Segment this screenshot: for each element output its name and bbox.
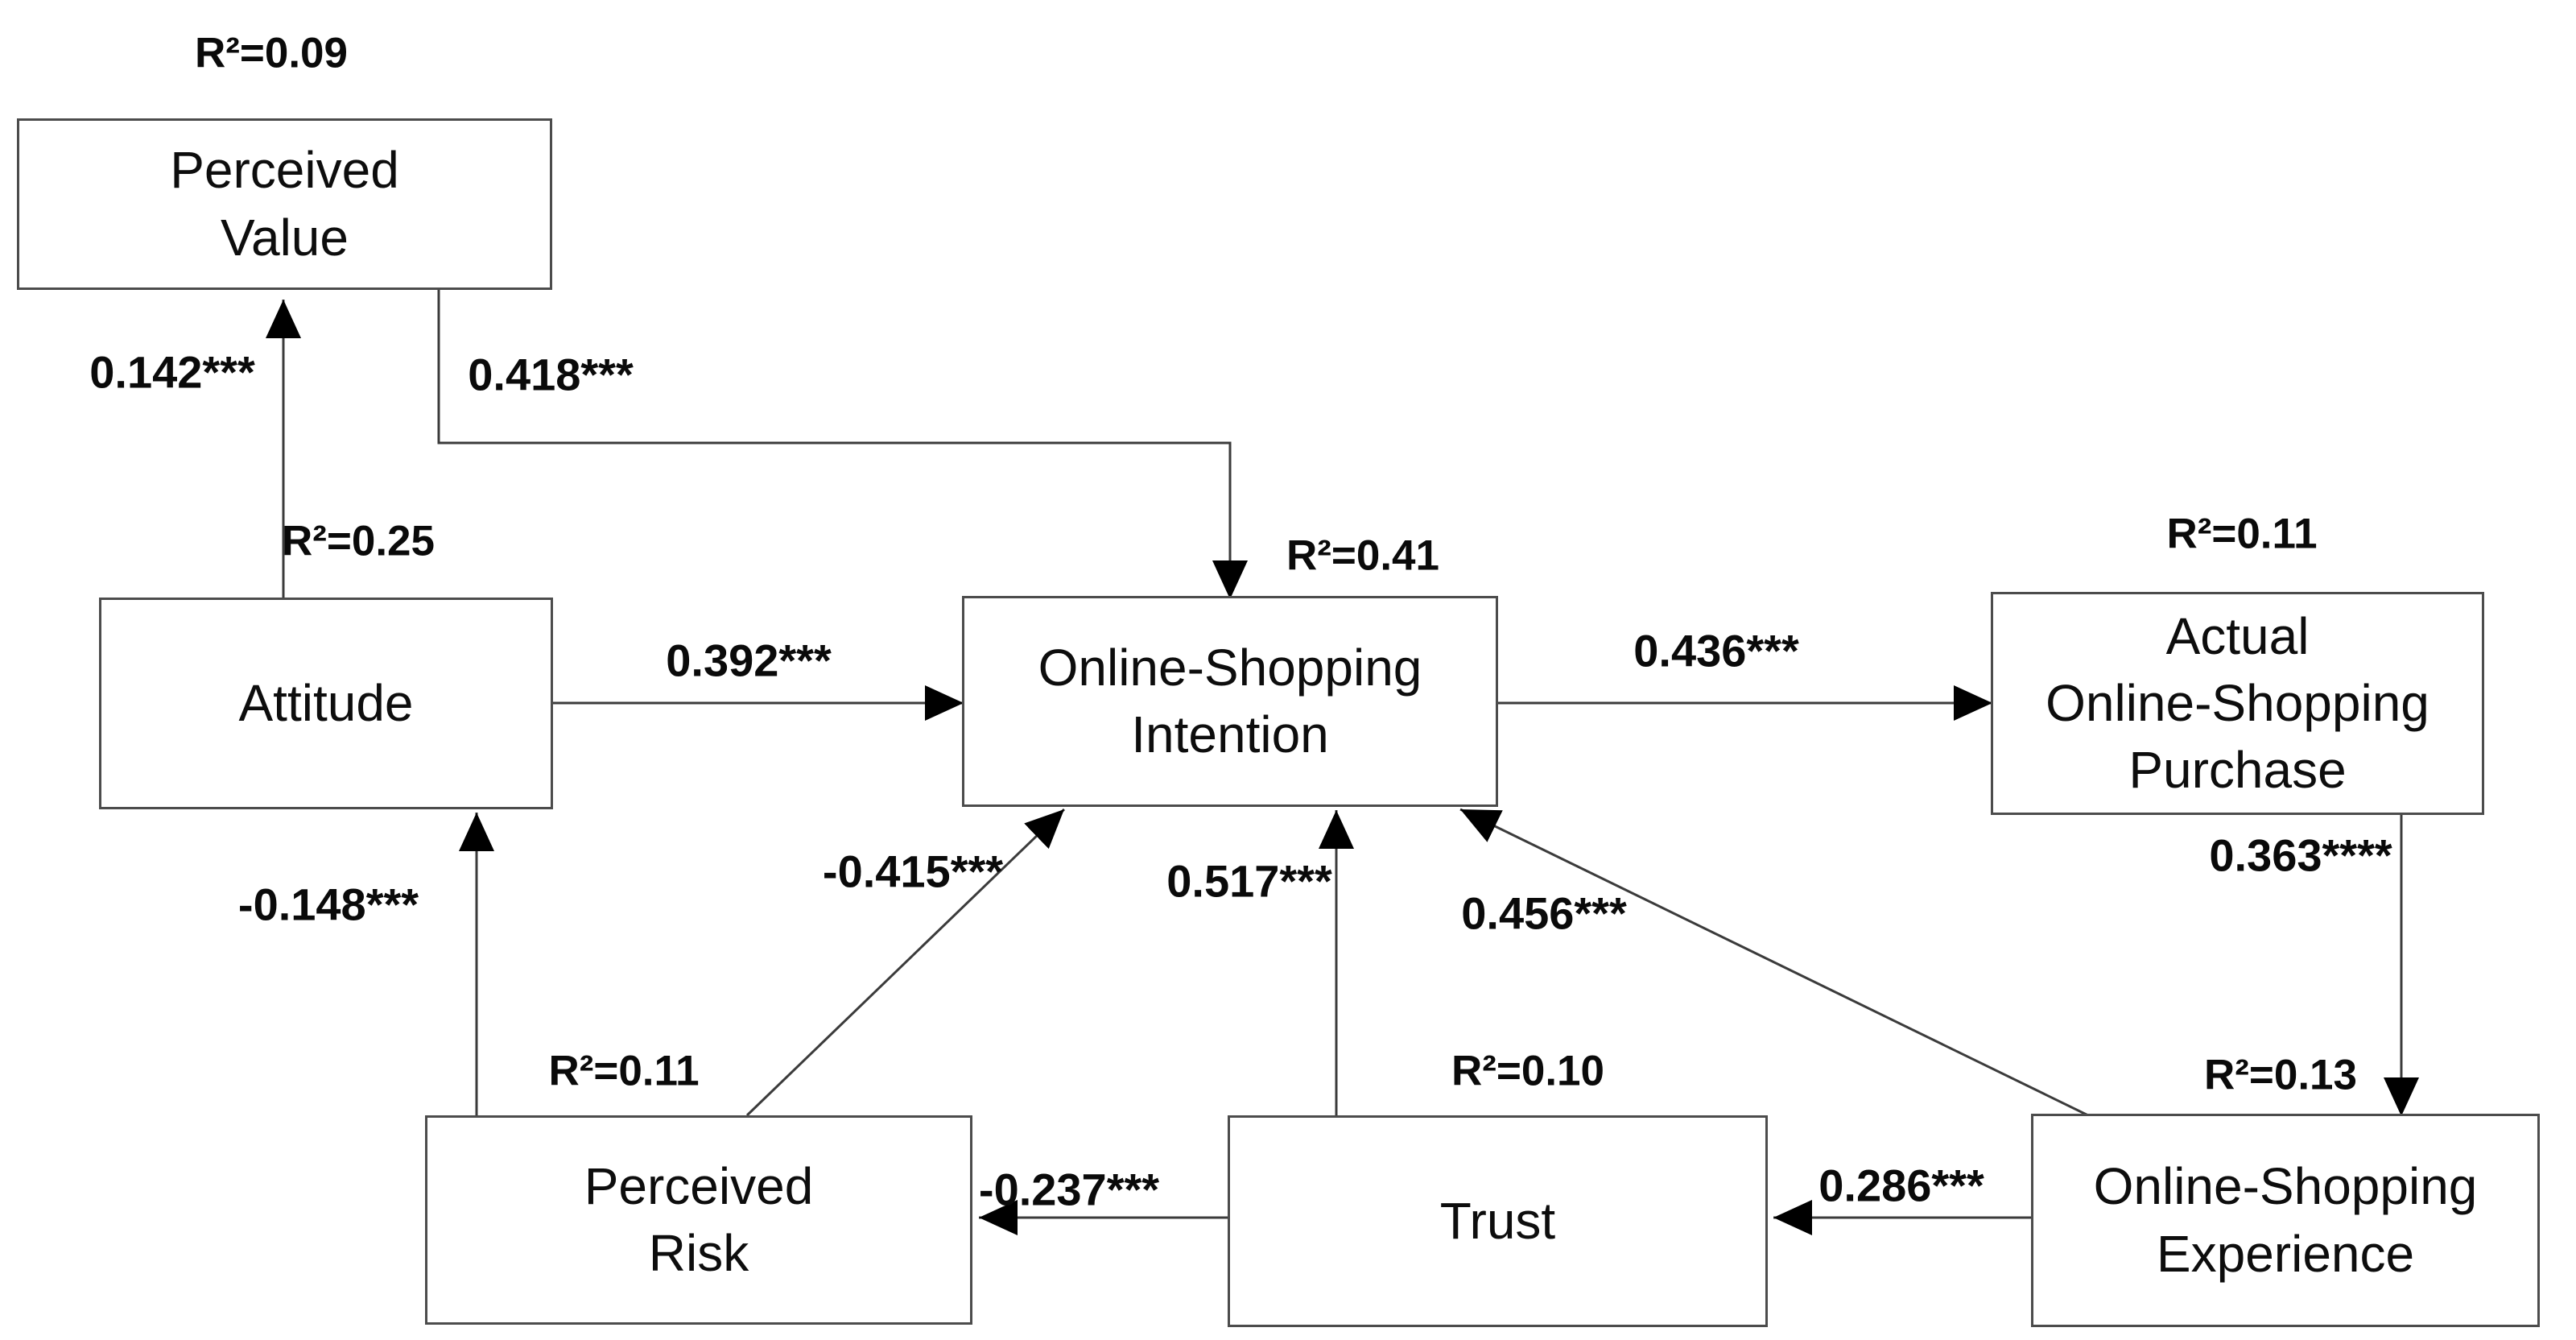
node-perceived-risk: Perceived Risk <box>425 1115 972 1325</box>
node-label-perceived-value: Perceived Value <box>170 141 399 267</box>
node-label-attitude: Attitude <box>238 673 414 732</box>
connector-perceived-value-to-intention <box>437 290 1248 599</box>
coef-perceived-risk-to-attitude: -0.148*** <box>237 879 419 930</box>
node-trust: Trust <box>1228 1115 1768 1327</box>
coef-perceived-risk-to-intention: -0.415*** <box>822 846 1004 897</box>
node-attitude: Attitude <box>99 598 553 809</box>
coef-attitude-to-intention: 0.392*** <box>666 635 832 686</box>
coef-attitude-to-perceived-value: 0.142*** <box>89 346 255 398</box>
node-online-shopping-intention: Online-Shopping Intention <box>962 596 1498 807</box>
coef-intention-to-actual-purchase: 0.436*** <box>1633 625 1799 676</box>
node-actual-online-shopping-purchase: Actual Online-Shopping Purchase <box>1991 592 2484 815</box>
node-label-online-shopping-experience: Online-Shopping Experience <box>2093 1157 2478 1283</box>
r2-label-intention: R²=0.41 <box>1286 531 1440 580</box>
r2-label-attitude: R²=0.25 <box>281 517 436 565</box>
node-label-trust: Trust <box>1439 1191 1556 1250</box>
node-online-shopping-experience: Online-Shopping Experience <box>2031 1114 2540 1327</box>
connector-experience-to-intention <box>1459 808 2092 1119</box>
r2-label-trust: R²=0.10 <box>1451 1047 1605 1095</box>
coef-actual-purchase-to-experience: 0.363**** <box>2209 829 2392 881</box>
r2-label-perceived-value: R²=0.09 <box>194 29 349 77</box>
r2-label-experience: R²=0.13 <box>2203 1051 2358 1099</box>
node-label-perceived-risk: Perceived Risk <box>584 1156 814 1282</box>
node-perceived-value: Perceived Value <box>17 118 552 290</box>
coef-experience-to-intention: 0.456*** <box>1461 887 1627 939</box>
coef-experience-to-trust: 0.286*** <box>1818 1160 1984 1211</box>
coef-perceived-value-to-intention: 0.418*** <box>468 349 634 400</box>
node-label-actual-online-shopping-purchase: Actual Online-Shopping Purchase <box>2046 606 2429 800</box>
coef-trust-to-intention: 0.517*** <box>1166 855 1332 907</box>
coef-trust-to-perceived-risk: -0.237*** <box>978 1164 1160 1215</box>
r2-label-perceived-risk: R²=0.11 <box>548 1047 700 1095</box>
connector-perceived-risk-to-intention <box>745 808 1066 1117</box>
r2-label-actual-purchase: R²=0.11 <box>2166 510 2318 558</box>
node-label-online-shopping-intention: Online-Shopping Intention <box>1038 638 1422 763</box>
